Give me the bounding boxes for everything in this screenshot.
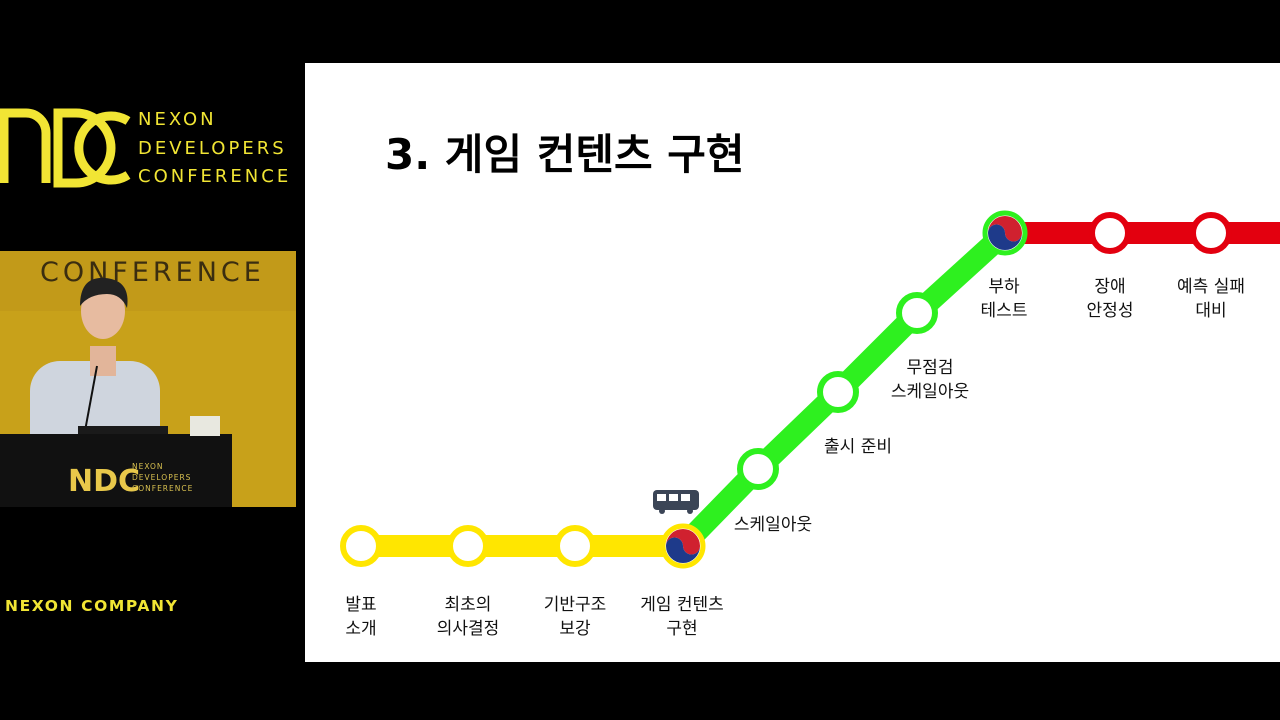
svg-text:CONFERENCE: CONFERENCE	[132, 484, 193, 493]
stop-label: 장애 안정성	[1086, 277, 1134, 321]
svg-text:NEXON: NEXON	[132, 462, 164, 471]
stop-circle	[447, 525, 489, 567]
podium-logo: NDC	[68, 464, 140, 499]
svg-text:DEVELOPERS: DEVELOPERS	[132, 473, 191, 482]
video-banner-text: CONFERENCE	[40, 257, 265, 288]
stop-circle	[817, 371, 859, 413]
stop-label: 기반구조 보강	[543, 595, 607, 639]
stop-label: 게임 컨텐츠 구현	[640, 595, 724, 639]
stop-circle	[1089, 212, 1131, 254]
stop-circle	[1190, 212, 1232, 254]
presentation-slide: 3. 게임 컨텐츠 구현	[305, 63, 1280, 662]
stop-label: 부하 테스트	[980, 277, 1028, 321]
stop-label: 스케일아웃	[733, 515, 813, 535]
stop-label: 예측 실패 대비	[1177, 277, 1245, 321]
conference-name: NEXON DEVELOPERS CONFERENCE	[138, 109, 292, 187]
taegeuk-icon	[660, 523, 706, 569]
speaker-video: CONFERENCE NDC NEXON DEVELOPERS CONFEREN…	[0, 251, 296, 507]
company-name: NEXON COMPANY	[5, 597, 179, 615]
stop-circle	[340, 525, 382, 567]
bus-icon	[653, 490, 699, 514]
stop-label: 출시 준비	[824, 437, 892, 457]
taegeuk-icon	[982, 210, 1028, 256]
stop-circle	[896, 292, 938, 334]
stop-label: 발표 소개	[345, 595, 377, 639]
roadmap-subway-map	[340, 210, 1280, 569]
slide-title: 3. 게임 컨텐츠 구현	[385, 130, 745, 179]
stop-label: 최초의 의사결정	[436, 595, 500, 639]
stop-circle	[554, 525, 596, 567]
stop-label: 무점검 스케일아웃	[890, 358, 970, 402]
ndc-logo	[0, 108, 131, 188]
stop-circle	[737, 448, 779, 490]
